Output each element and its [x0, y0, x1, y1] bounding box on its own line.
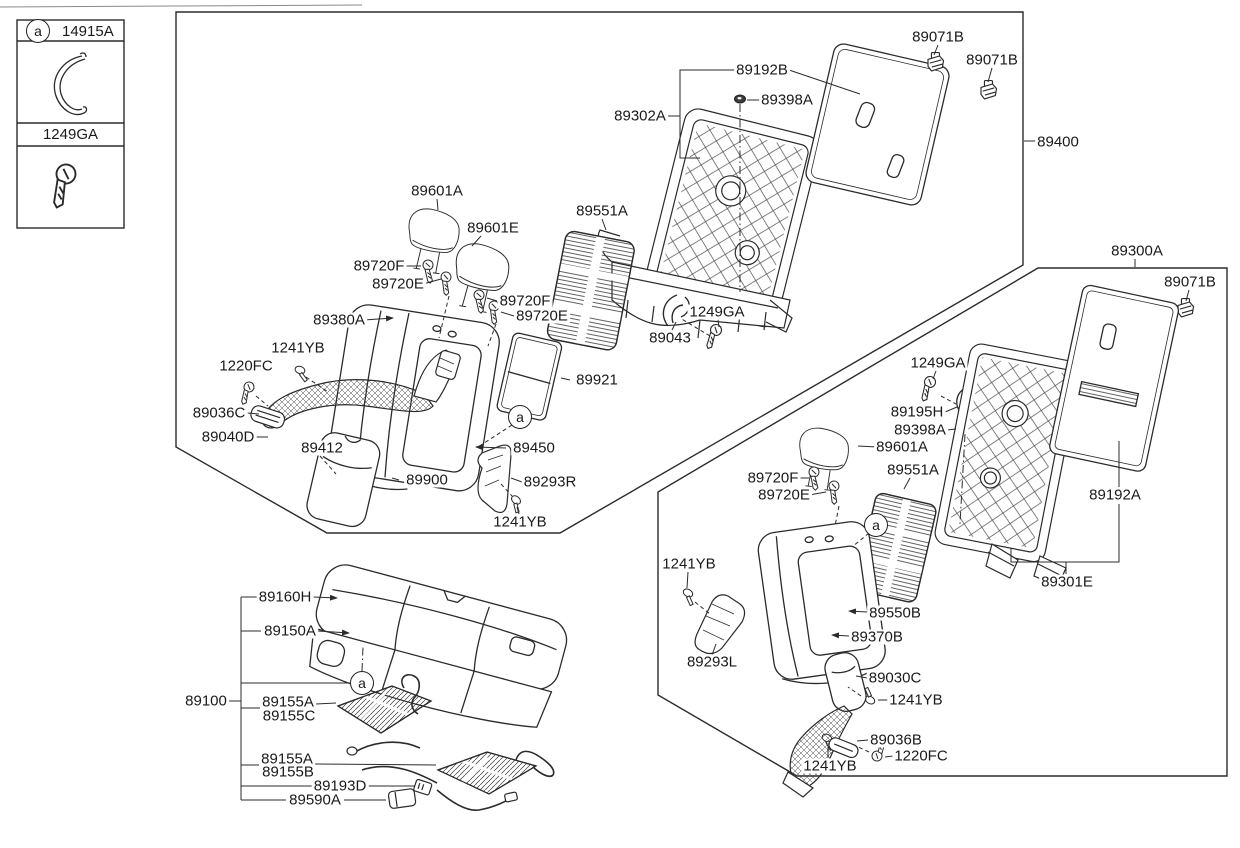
seatback-frame-right-illustration [934, 343, 1081, 587]
screw-1249GA-icon [698, 321, 726, 351]
connector-89193D-illustration [413, 778, 433, 796]
cover-89030C-illustration [824, 652, 867, 712]
armrest-89900-illustration [306, 432, 381, 528]
legend-hook-icon [53, 52, 88, 116]
clip-89071B-icon [1177, 297, 1195, 318]
screw-89720E-icon [483, 299, 503, 326]
assembly-89400-boundary [175, 11, 1024, 534]
back-panel-89192A-illustration [1049, 284, 1180, 472]
heater-mat-89155-rear-illustration [436, 751, 538, 795]
wiring-harness-illustration [346, 673, 555, 811]
screw-1220FC-icon [234, 379, 259, 406]
heater-pad-left-illustration [546, 230, 635, 351]
legend-table-frame [16, 19, 125, 229]
screw-89720F-icon [419, 258, 437, 284]
bracket-89036B-illustration [828, 737, 859, 759]
legend-screw-icon [39, 159, 84, 211]
bolt-1241YB-icon [678, 586, 699, 607]
clip-89071B-icon [927, 51, 945, 72]
seat-cushion-illustration [309, 564, 568, 728]
screw-1220FC-icon [867, 737, 893, 764]
clip-89071B-icon [980, 79, 998, 100]
back-panel-89192B-illustration [805, 43, 950, 206]
bolt-1241YB-icon [505, 493, 527, 515]
page-edge-line [0, 4, 363, 8]
headrest-89601A-right-illustration [794, 425, 851, 493]
panel-89921-illustration [496, 332, 563, 421]
seatback-frame-left-illustration [597, 108, 820, 339]
screw-89720E-icon [823, 479, 843, 506]
controller-89590A-illustration [387, 788, 417, 809]
heater-mat-89155-front-illustration [336, 685, 433, 734]
screw-89720E-icon [435, 270, 455, 297]
seatback-cushion-right-illustration [757, 521, 886, 685]
leader-lines [227, 44, 1190, 801]
bolt-1241YB-icon [291, 364, 312, 383]
bracket-89036C-illustration [250, 405, 286, 429]
grommet-89398A-icon [734, 94, 746, 104]
side-cover-89293L-illustration [694, 594, 746, 655]
screw-1249GA-icon [913, 373, 941, 403]
side-cover-89293R-illustration [477, 444, 512, 514]
screw-89720F-icon [470, 288, 488, 314]
